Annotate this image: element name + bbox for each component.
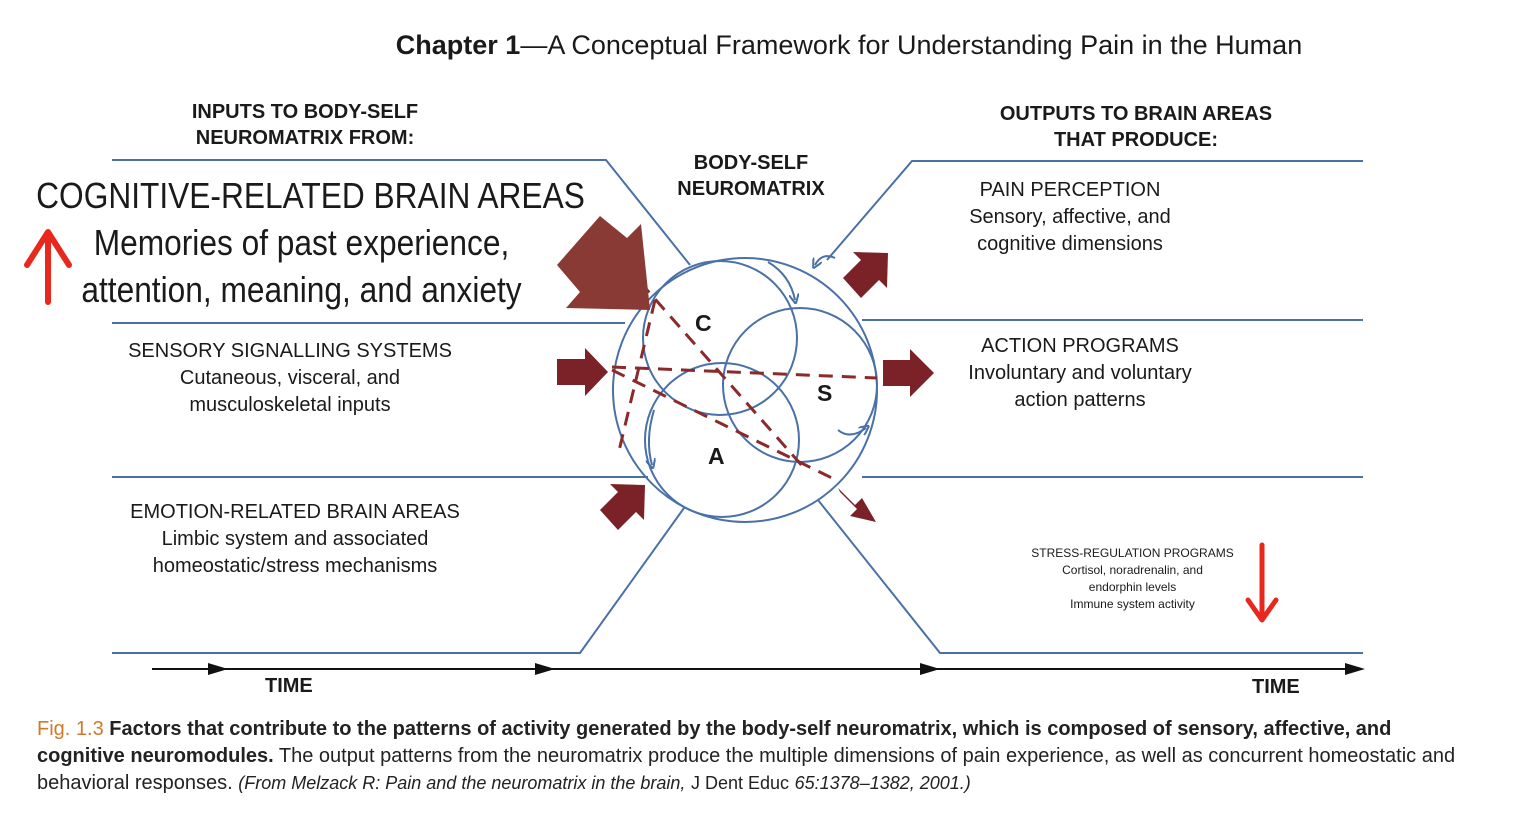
pain-channel-line <box>826 160 1363 261</box>
caption-body: The output patterns from the neuromatrix… <box>37 745 1456 794</box>
stress-output-arrow <box>838 488 876 522</box>
output-channel-lines <box>817 160 1363 654</box>
dashed-connections <box>611 281 878 482</box>
module-letter-a: A <box>708 443 725 469</box>
time-label-right: TIME <box>1252 676 1300 698</box>
module-letter-c: C <box>695 310 712 336</box>
action-programs-output: ACTION PROGRAMS Involuntary and voluntar… <box>930 333 1230 414</box>
outer-circle <box>612 257 878 523</box>
cognitive-line1: Memories of past experience, <box>93 222 510 263</box>
sensory-line2: musculoskeletal inputs <box>189 394 391 416</box>
stress-regulation-output: STRESS-REGULATION PROGRAMS Cortisol, nor… <box>1010 545 1255 613</box>
inputs-header: INPUTS TO BODY-SELF NEUROMATRIX FROM: <box>140 99 470 151</box>
neuromatrix-circles <box>612 257 878 523</box>
cognitive-input: COGNITIVE-RELATED BRAIN AREAS Memories o… <box>36 172 585 313</box>
sensory-input: SENSORY SIGNALLING SYSTEMS Cutaneous, vi… <box>90 338 490 419</box>
cognitive-line2: attention, meaning, and anxiety <box>81 269 522 310</box>
sensory-title: SENSORY SIGNALLING SYSTEMS <box>128 340 452 362</box>
action-line1: Involuntary and voluntary <box>968 362 1192 384</box>
emotion-input: EMOTION-RELATED BRAIN AREAS Limbic syste… <box>90 499 500 580</box>
emotion-channel-bottom-line <box>112 507 685 654</box>
caption-journal: J Dent Educ <box>691 773 790 793</box>
action-line2: action patterns <box>1014 389 1146 411</box>
neuromatrix-title: BODY-SELF NEUROMATRIX <box>660 150 842 202</box>
action-title: ACTION PROGRAMS <box>981 335 1179 357</box>
pain-line1: Sensory, affective, and <box>969 206 1171 228</box>
circle-s <box>722 307 878 463</box>
circle-a <box>644 362 800 518</box>
caption-citation: (From Melzack R: Pain and the neuromatri… <box>238 773 686 793</box>
emotion-line2: homeostatic/stress mechanisms <box>152 555 438 577</box>
input-channel-lines <box>112 159 691 654</box>
emotion-input-arrow <box>600 484 645 530</box>
outputs-header: OUTPUTS TO BRAIN AREAS THAT PRODUCE: <box>955 101 1317 153</box>
time-label-left: TIME <box>265 675 313 697</box>
figure-number: Fig. 1.3 <box>37 718 104 740</box>
cognitive-channel-line <box>112 159 691 266</box>
stress-line2: endorphin levels <box>1088 580 1177 594</box>
pain-perception-output: PAIN PERCEPTION Sensory, affective, and … <box>930 177 1210 258</box>
module-letter-s: S <box>817 380 833 406</box>
chapter-title: —A Conceptual Framework for Understandin… <box>520 30 1303 60</box>
caption-lead: Factors that contribute to the patterns … <box>37 718 1392 767</box>
chapter-header: Chapter 1—A Conceptual Framework for Und… <box>0 30 1513 61</box>
caption-reference: 65:1378–1382, 2001.) <box>794 773 971 793</box>
inputs-header-line1: INPUTS TO BODY-SELF <box>191 101 419 123</box>
sensory-line1: Cutaneous, visceral, and <box>179 367 401 389</box>
increase-annotation-arrow <box>24 229 72 305</box>
stress-title: STRESS-REGULATION PROGRAMS <box>1031 546 1234 560</box>
outputs-header-line2: THAT PRODUCE: <box>1053 129 1219 151</box>
stress-line3: Immune system activity <box>1070 597 1195 611</box>
decrease-annotation-arrow <box>1245 542 1279 623</box>
loop-arrows <box>649 255 866 465</box>
stress-line1: Cortisol, noradrenalin, and <box>1062 563 1203 577</box>
action-output-arrow <box>883 349 934 397</box>
inputs-header-line2: NEUROMATRIX FROM: <box>195 127 415 149</box>
cognitive-title: COGNITIVE-RELATED BRAIN AREAS <box>36 175 585 216</box>
outputs-header-line1: OUTPUTS TO BRAIN AREAS <box>999 103 1273 125</box>
neuromatrix-title-line2: NEUROMATRIX <box>677 178 825 200</box>
chapter-number: Chapter 1 <box>395 30 521 60</box>
cognitive-input-arrow <box>557 216 650 310</box>
stress-channel-line <box>817 499 1363 654</box>
pain-title: PAIN PERCEPTION <box>979 179 1161 201</box>
sensory-input-arrow <box>557 348 608 396</box>
pain-output-arrow <box>843 252 888 298</box>
time-axis <box>152 663 1365 675</box>
figure-caption: Fig. 1.3 Factors that contribute to the … <box>37 716 1457 797</box>
emotion-line1: Limbic system and associated <box>161 528 429 550</box>
neuromatrix-title-line1: BODY-SELF <box>693 152 809 174</box>
pain-line2: cognitive dimensions <box>977 233 1163 255</box>
emotion-title: EMOTION-RELATED BRAIN AREAS <box>130 501 460 523</box>
circle-c <box>642 260 798 416</box>
